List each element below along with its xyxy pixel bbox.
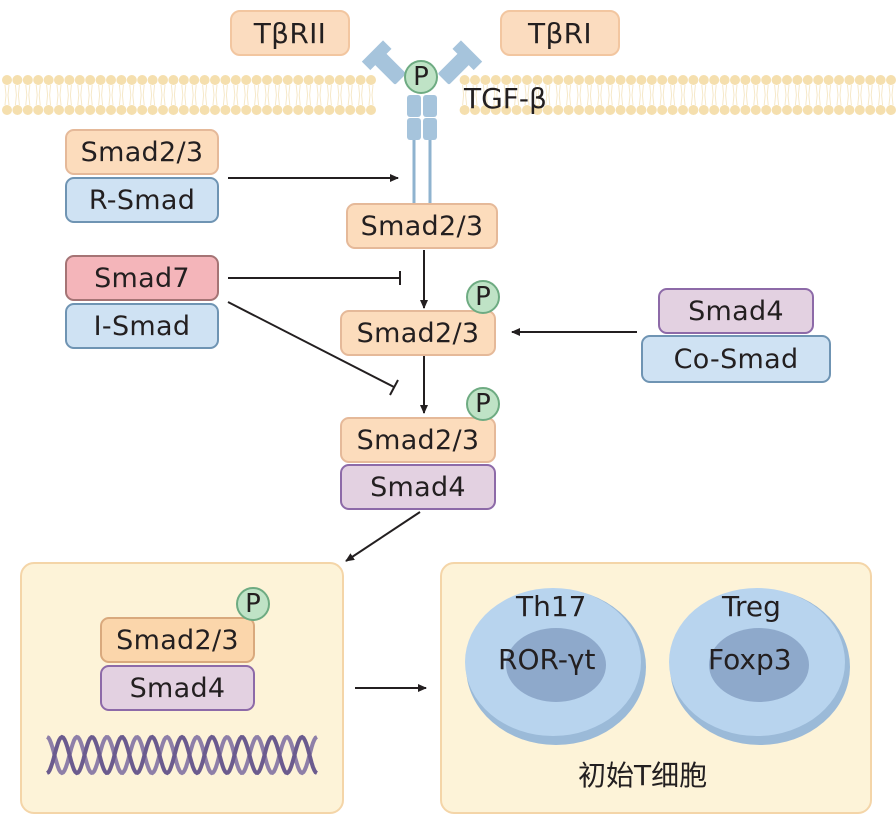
phospho-icon: P [404, 60, 438, 94]
cell-membrane [2, 75, 896, 115]
ismad-name: Smad7 [65, 255, 219, 301]
th17-cell-icon [465, 588, 646, 745]
complex-smad4: Smad4 [340, 464, 496, 510]
ismad-class: I-Smad [65, 303, 219, 349]
phospho-icon: P [466, 387, 500, 421]
receptor-block [407, 118, 421, 140]
rsmad-name: Smad2/3 [65, 129, 219, 175]
tbri-label: TβRI [500, 10, 620, 56]
cosmad-name: Smad4 [658, 288, 814, 334]
rsmad-class: R-Smad [65, 177, 219, 223]
th17-label: Th17 [516, 590, 587, 623]
complex-smad23: Smad2/3 [340, 417, 496, 463]
phospho-icon: P [466, 280, 500, 314]
smad23-unphosphorylated: Smad2/3 [346, 203, 498, 249]
nucleus-smad4: Smad4 [100, 665, 255, 711]
receptor-arm-left [361, 40, 406, 85]
receptor-block [423, 118, 437, 140]
phospho-icon: P [236, 587, 270, 621]
treg-label: Treg [722, 590, 781, 623]
cosmad-class: Co-Smad [641, 335, 831, 383]
dna-helix-icon [46, 734, 318, 776]
arrow-to-nucleus [345, 511, 421, 562]
foxp3-label: Foxp3 [708, 643, 792, 676]
inhibit-line-smad7-complex [227, 301, 395, 388]
treg-cell-icon [669, 588, 850, 745]
tgf-beta-label: TGF-β [464, 82, 547, 115]
inhibit-bar [389, 379, 399, 396]
receptor-block [407, 95, 421, 117]
receptor-complex [361, 40, 483, 205]
nucleus-smad23: Smad2/3 [100, 617, 255, 663]
naive-t-cell-caption: 初始T细胞 [578, 759, 708, 792]
tbrii-label: TβRII [230, 10, 350, 56]
smad23-phosphorylated: Smad2/3 [340, 310, 496, 356]
receptor-block [423, 95, 437, 117]
receptor-arm-right [438, 40, 483, 85]
ror-gamma-t-label: ROR-γt [498, 643, 596, 676]
